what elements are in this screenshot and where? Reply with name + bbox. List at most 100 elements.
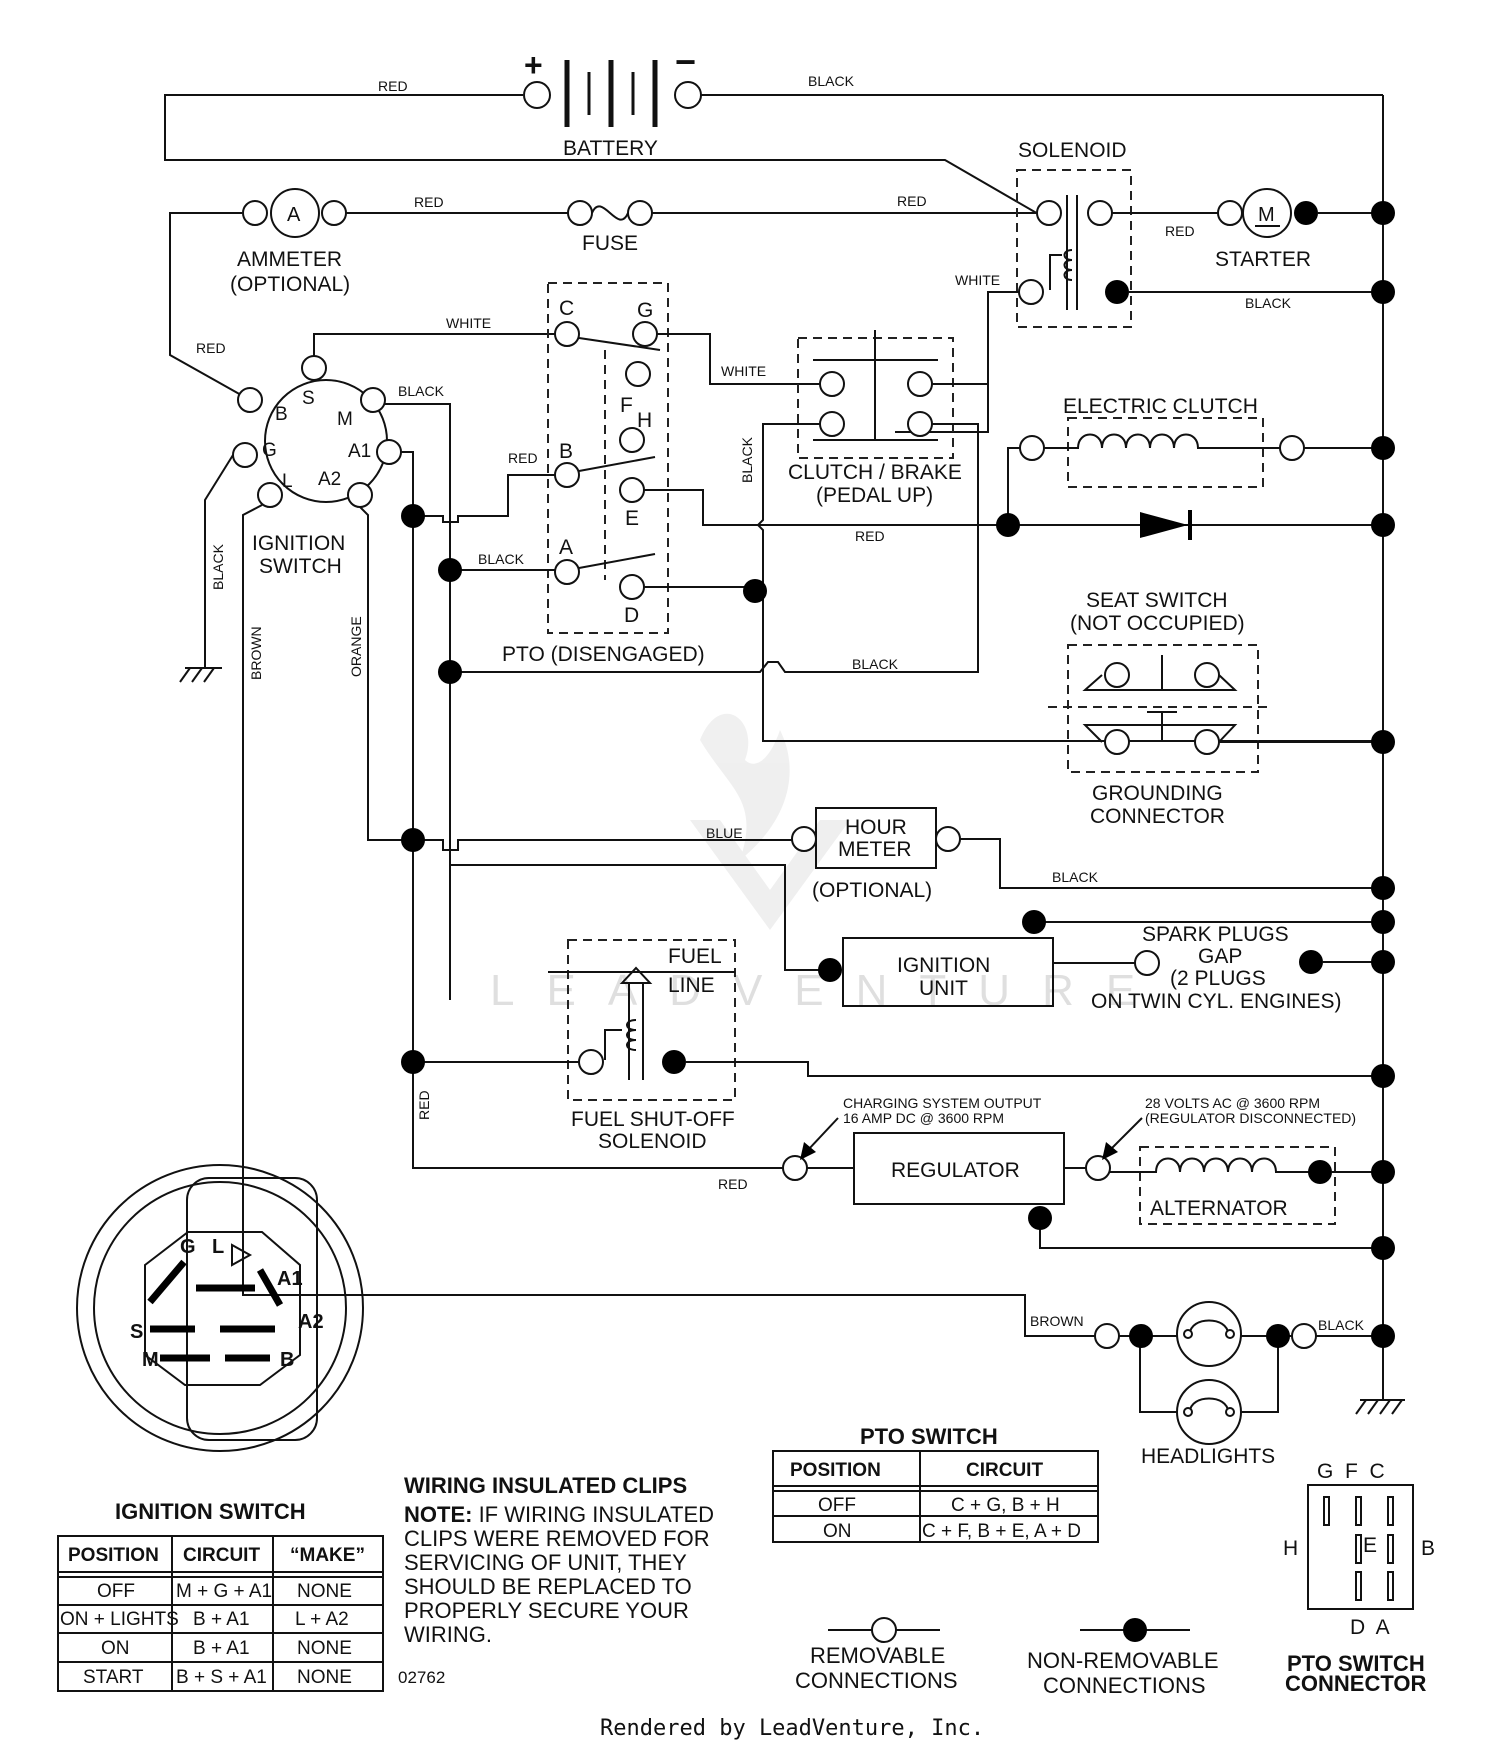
junction-dots	[401, 201, 1395, 1348]
headlights: HEADLIGHTS	[1094, 1301, 1317, 1468]
hour-meter: HOUR METER (OPTIONAL)	[791, 807, 961, 902]
charging-output-label-2: 16 AMP DC @ 3600 RPM	[843, 1110, 1004, 1126]
alternator-output-label-1: 28 VOLTS AC @ 3600 RPM	[1145, 1095, 1320, 1111]
alternator-label: ALTERNATOR	[1150, 1197, 1288, 1220]
pto-connector-b: B	[1421, 1537, 1435, 1560]
wire-label-blue: BLUE	[706, 825, 743, 841]
pto-connector-h: H	[1283, 1537, 1298, 1560]
pto-connector-bottom-labels: D A	[1350, 1616, 1390, 1639]
battery-label: BATTERY	[563, 137, 658, 160]
note-line-6: WIRING.	[404, 1622, 492, 1647]
ign-face-g: G	[180, 1236, 196, 1258]
ignition-unit-label-2: UNIT	[919, 977, 968, 1000]
wire-label-brown: BROWN	[1030, 1313, 1084, 1329]
pto-switch-table: PTO SWITCH POSITION CIRCUIT OFF C + G, B…	[772, 1424, 1099, 1543]
pto-connector-top-labels: G F C	[1317, 1460, 1385, 1483]
wire-label-white: WHITE	[721, 363, 766, 379]
seat-switch-label: SEAT SWITCH	[1086, 589, 1228, 612]
battery-positive-label: +	[524, 47, 543, 83]
wiring-clips-note: WIRING INSULATED CLIPS NOTE: IF WIRING I…	[398, 1473, 714, 1687]
fuel-solenoid-label-1: FUEL SHUT-OFF	[571, 1108, 735, 1131]
wire-label-black: BLACK	[398, 383, 445, 399]
note-line-3: SERVICING OF UNIT, THEY	[404, 1550, 687, 1575]
legend: REMOVABLE CONNECTIONS NON-REMOVABLE CONN…	[795, 1617, 1219, 1698]
table-cell: C + F, B + E, A + D	[922, 1521, 1081, 1542]
table-cell: OFF	[97, 1581, 135, 1602]
ignition-unit-label-1: IGNITION	[897, 954, 990, 977]
pto-table-title: PTO SWITCH	[860, 1424, 998, 1449]
battery-negative-label: −	[675, 41, 696, 82]
wire-label-orange: ORANGE	[348, 616, 364, 677]
wire-label-black: BLACK	[808, 73, 855, 89]
pto-terminal-c: C	[559, 297, 574, 320]
wire-label-black: BLACK	[478, 551, 525, 567]
fuel-line-label-2: LINE	[668, 974, 715, 997]
electric-clutch-label: ELECTRIC CLUTCH	[1063, 395, 1258, 418]
regulator-label: REGULATOR	[891, 1159, 1020, 1182]
table-cell: ON	[823, 1521, 852, 1542]
ammeter-symbol: A	[287, 204, 301, 226]
pto-terminal-e: E	[625, 507, 639, 530]
ign-terminal-a2: A2	[318, 469, 341, 490]
wire-label-red: RED	[416, 1090, 432, 1120]
removable-connection-symbol	[871, 1617, 897, 1643]
hour-meter-label-2: METER	[838, 838, 912, 861]
ignition-table-title: IGNITION SWITCH	[115, 1499, 306, 1524]
ign-terminal-b: B	[275, 404, 288, 425]
pto-connector-title-1: PTO SWITCH	[1287, 1651, 1425, 1676]
wire-label-black: BLACK	[1052, 869, 1099, 885]
table-cell: C + G, B + H	[951, 1495, 1060, 1516]
pto-terminal-b: B	[559, 440, 573, 463]
table-cell: START	[83, 1667, 144, 1688]
fuel-shutoff-solenoid: FUEL LINE FUEL SHUT-OFF SOLENOID	[548, 939, 736, 1153]
legend-nonremovable-1: NON-REMOVABLE	[1027, 1648, 1219, 1673]
note-lead: NOTE:	[404, 1502, 472, 1527]
spark-plugs-label-1: SPARK PLUGS	[1142, 923, 1289, 946]
wire-label-black: BLACK	[739, 436, 755, 483]
starter-symbol: M	[1258, 204, 1275, 226]
ignition-switch: S B M G L A2 A1 IGNITION SWITCH	[232, 355, 402, 578]
spark-plugs: SPARK PLUGS GAP (2 PLUGS ON TWIN CYL. EN…	[1091, 923, 1341, 1013]
seat-switch: SEAT SWITCH (NOT OCCUPIED) GROUNDING CON…	[1048, 589, 1270, 828]
seat-switch-sub-label: (NOT OCCUPIED)	[1070, 612, 1245, 635]
ignition-switch-face: G L A1 S A2 M B	[76, 1164, 364, 1452]
solenoid: SOLENOID	[1016, 139, 1132, 328]
table-cell: L + A2	[295, 1609, 349, 1630]
note-line-1: IF WIRING INSULATED	[472, 1502, 714, 1527]
headlights-label: HEADLIGHTS	[1141, 1445, 1275, 1468]
ammeter-label: AMMETER	[237, 248, 342, 271]
electric-clutch: ELECTRIC CLUTCH	[1019, 395, 1305, 488]
wire-label-black: BLACK	[1318, 1317, 1365, 1333]
ground-symbol	[179, 667, 222, 683]
ign-terminal-a1: A1	[348, 441, 371, 462]
pto-switch-connector: G F C H B E D A PTO SWITCH CONNECTOR	[1283, 1460, 1435, 1696]
fuse-label: FUSE	[582, 232, 638, 255]
table-cell: ON + LIGHTS	[60, 1609, 179, 1630]
table-cell: NONE	[297, 1581, 352, 1602]
table-cell: NONE	[297, 1667, 352, 1688]
fuel-solenoid-label-2: SOLENOID	[598, 1130, 707, 1153]
pto-switch: C G F H B E A D PTO (DISENGAGED)	[502, 282, 705, 666]
note-line-2: CLIPS WERE REMOVED FOR	[404, 1526, 710, 1551]
pto-table-header-position: POSITION	[790, 1460, 881, 1481]
wire-label-black: BLACK	[210, 543, 226, 590]
table-cell: M + G + A1	[176, 1581, 272, 1602]
ign-table-header-position: POSITION	[68, 1545, 159, 1566]
wire-label-red: RED	[1165, 223, 1195, 239]
wire-label-red: RED	[196, 340, 226, 356]
ign-face-b: B	[280, 1349, 294, 1371]
grounding-label: GROUNDING	[1092, 782, 1223, 805]
note-line-5: PROPERLY SECURE YOUR	[404, 1598, 689, 1623]
note-title: WIRING INSULATED CLIPS	[404, 1473, 687, 1498]
clutch-brake-label: CLUTCH / BRAKE	[788, 461, 962, 484]
fuse: FUSE	[567, 200, 653, 255]
solenoid-label: SOLENOID	[1018, 139, 1127, 162]
spark-plugs-label-2: GAP	[1198, 945, 1242, 968]
wire-label-red: RED	[718, 1176, 748, 1192]
pto-connector-e: E	[1363, 1534, 1377, 1557]
table-cell: ON	[101, 1638, 130, 1659]
ignition-switch-label-2: SWITCH	[259, 555, 342, 578]
legend-removable-1: REMOVABLE	[810, 1643, 945, 1668]
note-line: NOTE: IF WIRING INSULATED	[404, 1502, 714, 1527]
